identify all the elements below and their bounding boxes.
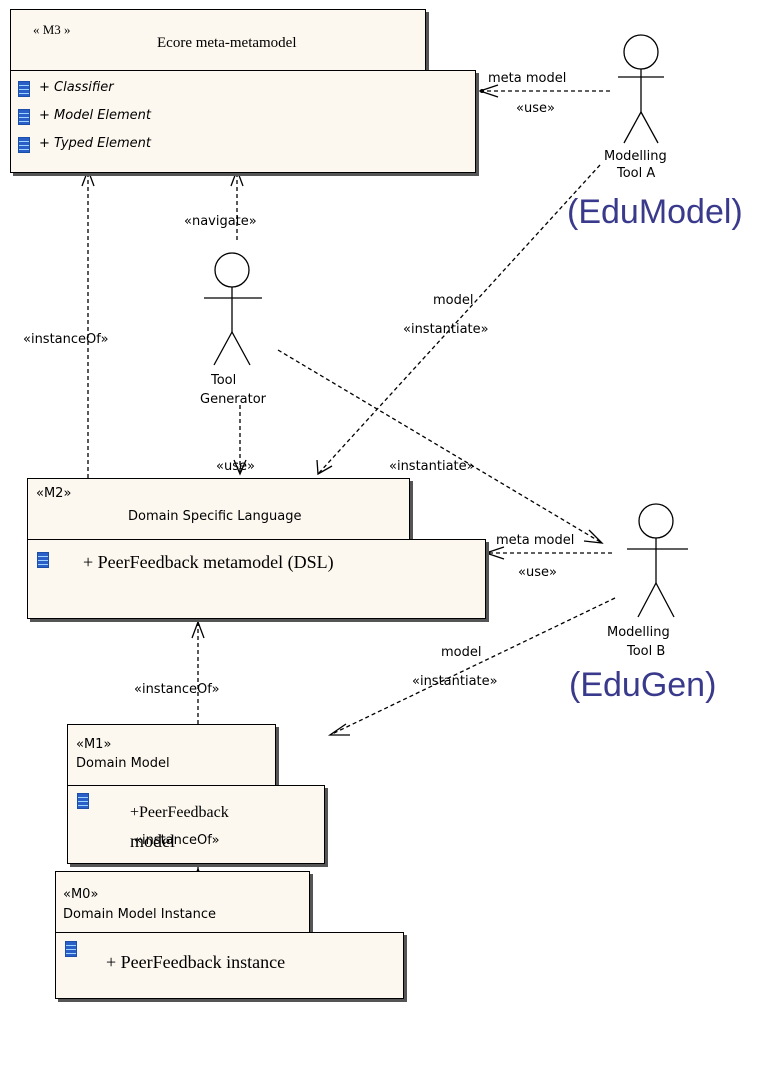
tool-b-label-line2: Tool B — [627, 644, 666, 659]
tool-a-product: (EduModel) — [567, 193, 743, 231]
edge-instance-of-m1-m2: «instanceOf» — [134, 682, 220, 697]
actor-tool-generator — [204, 252, 262, 366]
actor-tool-b — [627, 503, 688, 618]
class-icon — [65, 941, 77, 957]
m1-header-box: «M1» Domain Model — [67, 724, 276, 786]
instantiate-b-line — [329, 597, 616, 736]
m2-body-box: + PeerFeedback metamodel (DSL) — [27, 539, 486, 619]
tool-a-label-line1: Modelling — [604, 149, 667, 164]
edge-instantiate-a: «instantiate» — [403, 322, 489, 337]
class-icon — [18, 81, 30, 97]
edge-navigate: «navigate» — [184, 214, 257, 229]
m0-title: Domain Model Instance — [63, 907, 217, 922]
class-icon — [77, 793, 89, 809]
generator-label-line1: Tool — [211, 373, 237, 388]
m0-item: + PeerFeedback instance — [106, 952, 286, 972]
arrowhead-toolb — [583, 529, 604, 544]
m1-stereotype: «M1» — [76, 737, 112, 752]
m3-stereotype: « M3 » — [33, 22, 71, 37]
edge-instantiate-b: «instantiate» — [412, 674, 498, 689]
edge-model-b: model — [441, 645, 482, 660]
edge-meta-model-a: meta model — [488, 71, 567, 86]
m2-title: Domain Specific Language — [128, 509, 302, 524]
m3-header-box: « M3 » Ecore meta-metamodel — [10, 9, 426, 71]
edge-use-gen: «use» — [216, 459, 255, 474]
m2-stereotype: «M2» — [36, 486, 72, 501]
m0-stereotype: «M0» — [63, 887, 99, 902]
edge-instance-of-m2-m3: «instanceOf» — [23, 332, 109, 347]
m3-item-typed-element: + Typed Element — [39, 136, 151, 151]
instantiate-a-line — [317, 164, 601, 475]
m0-body-box: + PeerFeedback instance — [55, 932, 404, 999]
m1-item-line2: model — [130, 831, 175, 851]
m3-title: Ecore meta-metamodel — [157, 35, 297, 51]
m3-item-model-element: + Model Element — [39, 108, 152, 123]
m0-header-box: «M0» Domain Model Instance — [55, 871, 310, 933]
edge-instance-of-m0-m1: «instanceOf» — [134, 833, 220, 848]
edge-instantiate-gen: «instantiate» — [389, 459, 475, 474]
m3-item-classifier: + Classifier — [39, 80, 114, 95]
m3-body-box: + Classifier + Model Element + Typed Ele… — [10, 70, 476, 173]
edge-meta-model-b: meta model — [496, 533, 575, 548]
arrowhead-m2-a — [316, 459, 333, 476]
edge-use-a: «use» — [516, 101, 555, 116]
tool-b-label-line1: Modelling — [607, 625, 670, 640]
m2-header-box: «M2» Domain Specific Language — [27, 478, 410, 540]
edge-use-b: «use» — [518, 565, 557, 580]
generator-label-line2: Generator — [200, 392, 267, 407]
arrowhead-m2-gen — [233, 459, 247, 476]
class-icon — [37, 552, 49, 568]
edge-model-a: model — [433, 293, 474, 308]
arrowhead-m1-right — [327, 723, 350, 736]
m1-item-line1: +PeerFeedback — [130, 804, 229, 821]
tool-a-label-line2: Tool A — [617, 166, 656, 181]
m1-title: Domain Model — [76, 756, 170, 771]
arrowhead-m2-bottom — [191, 620, 205, 639]
class-icon — [18, 109, 30, 125]
tool-b-product: (EduGen) — [569, 666, 717, 704]
actor-tool-a — [618, 34, 664, 144]
m1-body-box: +PeerFeedback model — [67, 785, 325, 864]
class-icon — [18, 137, 30, 153]
m2-item: + PeerFeedback metamodel (DSL) — [83, 552, 334, 572]
